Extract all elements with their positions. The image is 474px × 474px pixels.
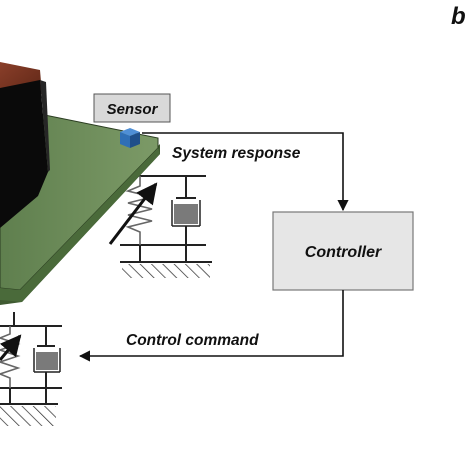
sensor-label: Sensor bbox=[107, 101, 159, 118]
sensor-cube bbox=[120, 128, 140, 148]
panel-label: b bbox=[451, 3, 466, 30]
sensor-label-box: Sensor bbox=[93, 93, 171, 123]
actuator-arrow-left bbox=[0, 334, 22, 361]
damper-right bbox=[171, 176, 201, 245]
ground-right bbox=[120, 261, 212, 278]
command-path: Control command bbox=[78, 290, 344, 362]
spring-right bbox=[125, 176, 153, 245]
mass-block bbox=[0, 62, 50, 228]
control-command-label: Control command bbox=[126, 332, 259, 349]
system-response-label: System response bbox=[172, 145, 301, 162]
ground-left bbox=[0, 403, 58, 426]
actuator-arrow-right bbox=[108, 182, 158, 245]
controller-box: Controller bbox=[272, 211, 414, 291]
support-right bbox=[108, 175, 206, 262]
damper-left bbox=[33, 326, 61, 388]
controller-label: Controller bbox=[305, 244, 382, 261]
support-left bbox=[0, 312, 62, 404]
feedback-path: System response bbox=[142, 132, 349, 212]
